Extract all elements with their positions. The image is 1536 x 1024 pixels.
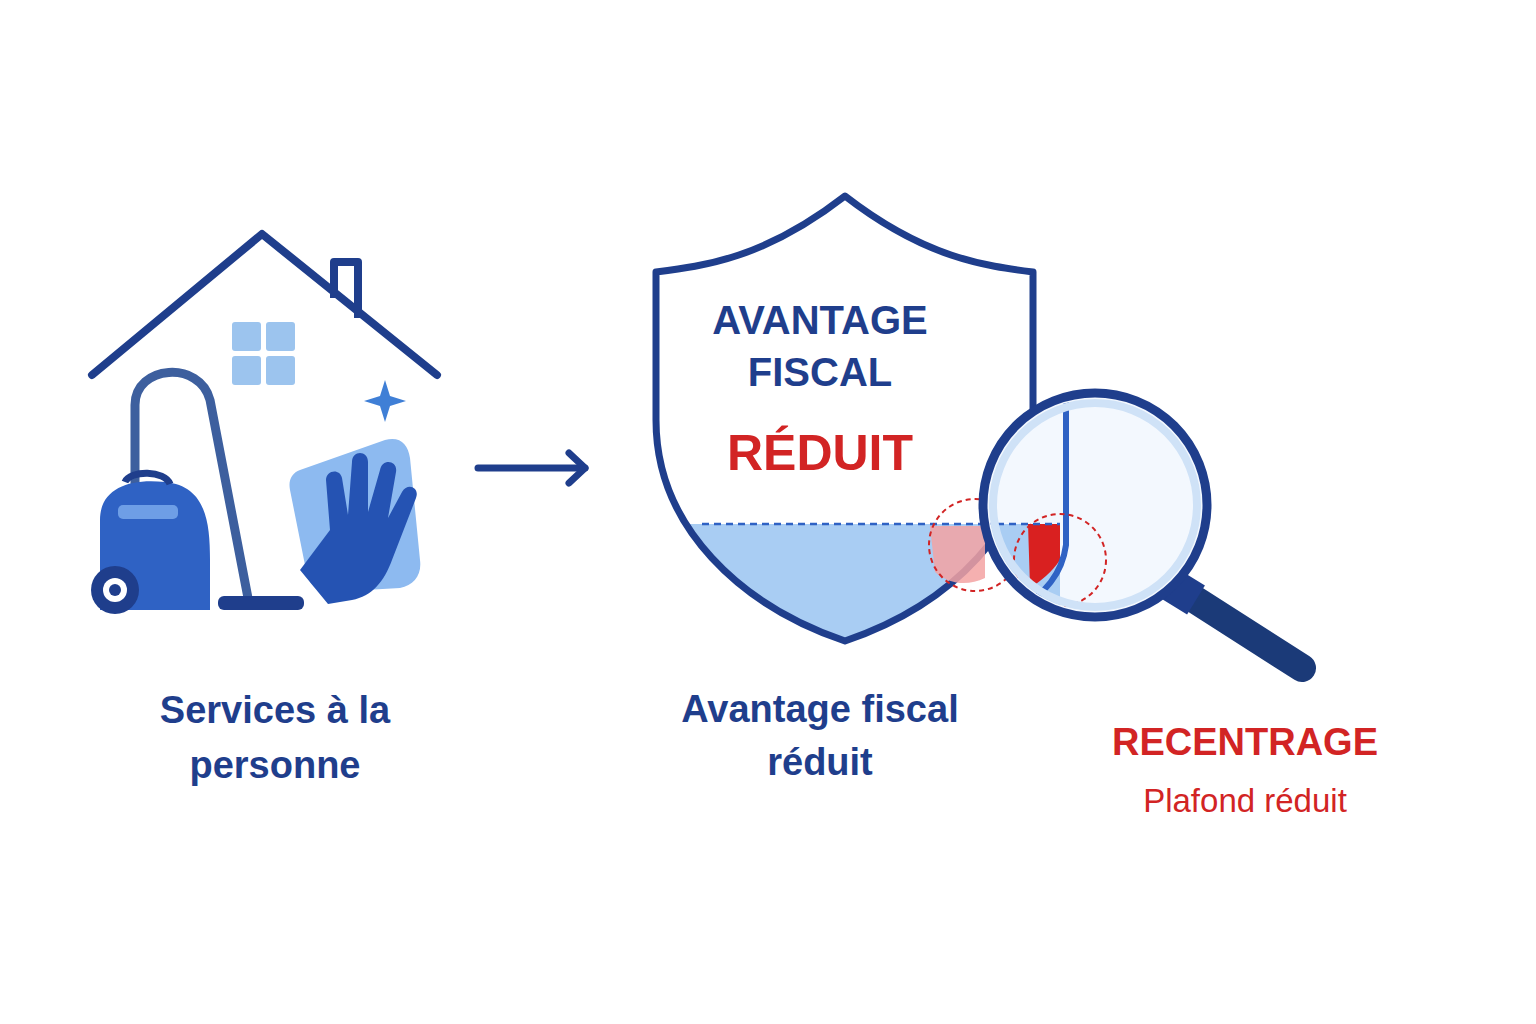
- shield-icon: [640, 196, 1060, 664]
- magnifier-node: RECENTRAGE Plafond réduit: [1060, 380, 1430, 830]
- node-text: RÉDUIT: [690, 423, 950, 483]
- node-text: RECENTRAGE: [1060, 718, 1430, 766]
- magnifier-icon: [980, 393, 1302, 668]
- house-icon: [92, 234, 437, 422]
- flow-arrow: [478, 453, 585, 483]
- node-text: Services à la personne: [125, 683, 425, 793]
- node-text: Avantage fiscal réduit: [650, 683, 990, 789]
- glove-icon: [289, 439, 420, 604]
- service-group: Services à la personne: [80, 220, 470, 800]
- vacuum-icon: [91, 372, 304, 614]
- shield-node: AVANTAGE FISCAL RÉDUIT Avantage fiscal réd…: [595, 190, 1045, 795]
- node-text: Plafond réduit: [1060, 780, 1430, 822]
- node-text: AVANTAGE FISCAL: [690, 294, 950, 398]
